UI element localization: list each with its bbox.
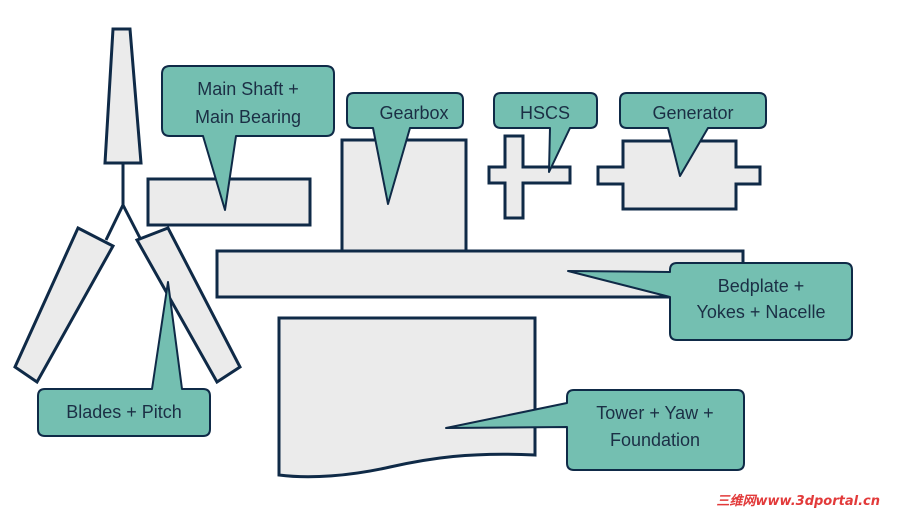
hscs-part	[487, 134, 572, 220]
hscs-label: HSCS	[520, 103, 570, 123]
hub-link-right	[121, 204, 143, 241]
watermark-text: 三维网www.3dportal.cn	[717, 493, 880, 509]
bedplate-label-line1: Bedplate +	[718, 276, 805, 296]
callout-hscs: HSCS	[493, 92, 598, 173]
blade-top	[103, 27, 143, 165]
bedplate-label-line2: Yokes + Nacelle	[697, 302, 826, 322]
rotor	[13, 27, 242, 385]
callout-bedplate: Bedplate + Yokes + Nacelle	[567, 262, 853, 341]
blade-right	[134, 226, 242, 385]
gearbox-part	[340, 138, 468, 254]
tower-part	[277, 316, 537, 479]
blade-left	[13, 225, 116, 385]
callout-main-shaft: Main Shaft + Main Bearing	[161, 65, 335, 211]
callout-blades: Blades + Pitch	[37, 281, 211, 437]
callout-generator: Generator	[619, 92, 767, 177]
tower-label-line2: Foundation	[610, 430, 700, 450]
main-shaft-label-line2: Main Bearing	[195, 107, 301, 127]
generator-label: Generator	[652, 103, 733, 123]
blades-label: Blades + Pitch	[66, 402, 182, 422]
gearbox-label: Gearbox	[379, 103, 448, 123]
hub-link-left	[104, 204, 125, 241]
callout-tower: Tower + Yaw + Foundation	[445, 389, 745, 471]
main-shaft-label-line1: Main Shaft +	[197, 79, 299, 99]
callout-gearbox: Gearbox	[346, 92, 464, 205]
tower-label-line1: Tower + Yaw +	[596, 403, 713, 423]
